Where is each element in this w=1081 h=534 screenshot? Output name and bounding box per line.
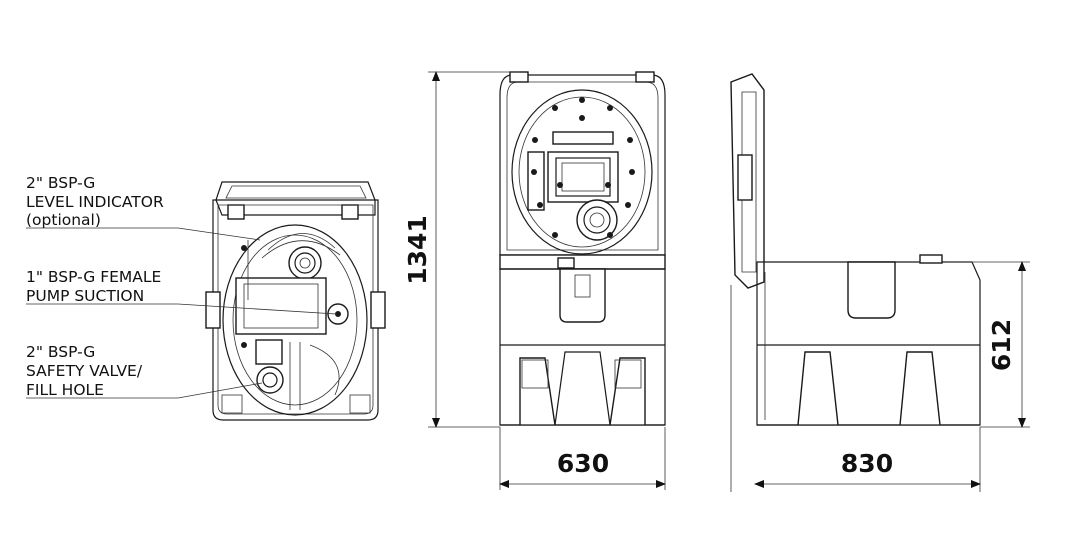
callout-level-indicator: 2" BSP-G LEVEL INDICATOR (optional) <box>26 174 164 229</box>
callout-level-indicator-line-2: LEVEL INDICATOR <box>26 193 164 211</box>
dimension-length-side: 830 <box>841 449 893 478</box>
dimension-width-front: 630 <box>557 449 609 478</box>
dimension-height-side: 612 <box>987 319 1016 371</box>
top-view <box>205 181 386 421</box>
bolt-holes <box>531 97 635 238</box>
callout-safety-valve: 2" BSP-G SAFETY VALVE/ FILL HOLE <box>26 343 143 399</box>
callout-safety-valve-line-2: SAFETY VALVE/ <box>26 362 143 380</box>
callout-pump-suction-line-2: PUMP SUCTION <box>26 287 144 305</box>
dimension-height-overall: 1341 <box>403 215 432 285</box>
front-view <box>499 71 666 426</box>
callout-leaders <box>26 227 337 399</box>
callout-safety-valve-line-1: 2" BSP-G <box>26 343 95 361</box>
callout-pump-suction: 1" BSP-G FEMALE PUMP SUCTION <box>26 268 161 305</box>
callout-pump-suction-line-1: 1" BSP-G FEMALE <box>26 268 161 286</box>
callout-level-indicator-line-1: 2" BSP-G <box>26 174 95 192</box>
dimension-lines <box>428 71 1030 492</box>
side-view <box>730 73 981 426</box>
callout-safety-valve-line-3: FILL HOLE <box>26 381 104 399</box>
callout-level-indicator-line-3: (optional) <box>26 211 101 229</box>
